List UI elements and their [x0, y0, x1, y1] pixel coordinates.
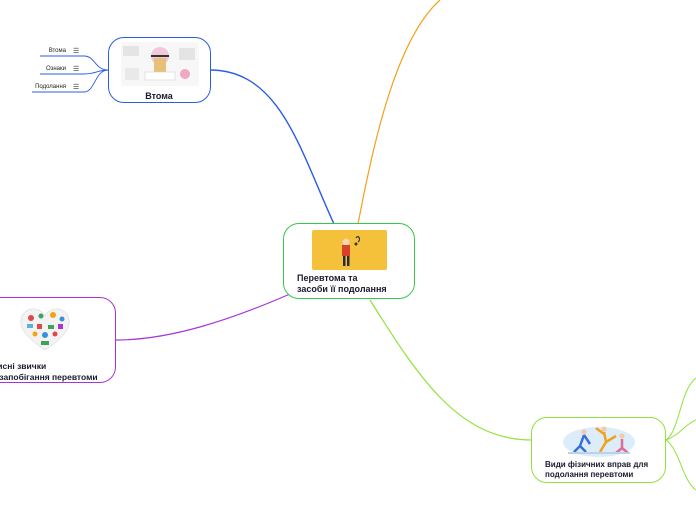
- exercises-node-title: Види фізичних вправ для подолання перевт…: [545, 460, 649, 479]
- exercises-node[interactable]: Види фізичних вправ для подолання перевт…: [531, 417, 666, 483]
- leaf-label: Подолання: [35, 84, 66, 90]
- leaf-label: Втома: [48, 48, 66, 54]
- connector-top-branch: [357, 0, 441, 225]
- heart-icon: [15, 304, 75, 354]
- connector-fatigue: [209, 69, 335, 225]
- menu-icon[interactable]: ☰: [73, 66, 80, 73]
- menu-icon[interactable]: ☰: [73, 48, 80, 55]
- tired-person-icon: [312, 230, 387, 270]
- stressed-person-icon: [121, 42, 199, 86]
- connector-exercises-sub-2: [665, 419, 696, 441]
- connector-leaf-1: [40, 55, 109, 71]
- healthy-habits-node-title: ...рисні звички ...я запобігання перевто…: [0, 361, 98, 382]
- healthy-habits-node[interactable]: ...рисні звички ...я запобігання перевто…: [0, 297, 116, 383]
- central-node[interactable]: Перевтома та засоби її подолання: [283, 223, 415, 299]
- connector-exercises-sub-1: [665, 377, 696, 441]
- connector-exercises-sub-3: [665, 439, 696, 491]
- central-node-title: Перевтома та засоби її подолання: [297, 273, 387, 294]
- fatigue-node[interactable]: Втома: [108, 37, 211, 103]
- connector-exercises: [369, 299, 533, 441]
- menu-icon[interactable]: ☰: [73, 84, 80, 91]
- yoga-people-icon: [562, 422, 636, 458]
- fatigue-node-title: Втома: [145, 91, 173, 101]
- leaf-label: Ознаки: [45, 66, 66, 72]
- connector-leaf-3: [32, 69, 109, 93]
- connector-habits: [115, 293, 291, 341]
